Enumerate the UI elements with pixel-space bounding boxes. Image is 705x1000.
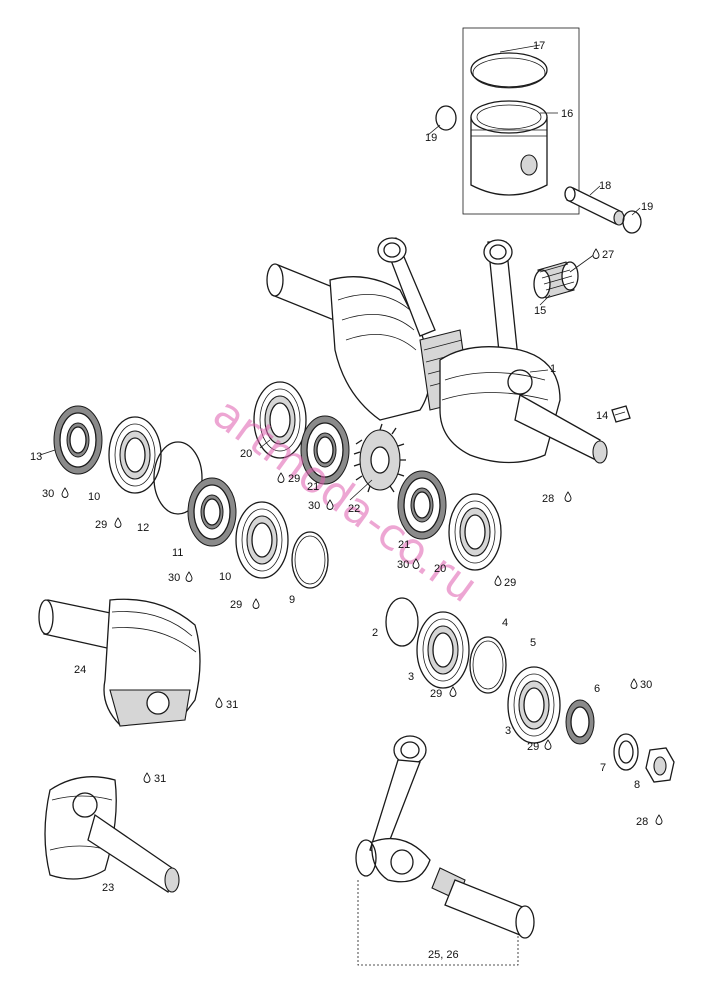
callout-31: 31	[226, 699, 238, 711]
bearing-29	[108, 416, 162, 494]
callout-10: 10	[219, 571, 231, 583]
callout-30: 30	[640, 679, 652, 691]
callout-28: 28	[542, 493, 554, 505]
piston	[470, 117, 548, 196]
callout-30: 30	[308, 500, 320, 512]
callout-14: 14	[596, 410, 608, 422]
callout-labels: 1 2 3 3 4 5 6 7 8 9 10 10 11 12 13 14 15…	[30, 40, 653, 961]
callout-24: 24	[74, 664, 86, 676]
callout-29: 29	[504, 577, 516, 589]
callout-25-26: 25, 26	[428, 949, 459, 961]
piston-pin	[564, 186, 625, 226]
callout-1: 1	[550, 363, 556, 375]
callout-29: 29	[230, 599, 242, 611]
bearing-29	[235, 501, 289, 579]
callout-11: 11	[172, 547, 183, 559]
callout-15: 15	[534, 305, 546, 317]
crank-half-23	[44, 776, 180, 894]
callout-12: 12	[137, 522, 149, 534]
crank-half-24	[38, 598, 201, 727]
needle-bearing	[533, 261, 579, 299]
callout-29: 29	[430, 688, 442, 700]
callout-23: 23	[102, 882, 114, 894]
callout-17: 17	[533, 40, 545, 52]
leader-lines	[39, 44, 641, 501]
circlip	[435, 105, 457, 131]
callout-21: 21	[307, 481, 319, 493]
callout-9: 9	[289, 594, 295, 606]
callout-31: 31	[154, 773, 166, 785]
callout-10: 10	[88, 491, 100, 503]
callout-29: 29	[288, 473, 300, 485]
seal-11	[187, 477, 237, 547]
seal-13	[53, 405, 103, 475]
bearing-29	[507, 666, 561, 744]
crankshaft-assembly	[266, 237, 631, 464]
callout-13: 13	[30, 451, 42, 463]
callout-19: 19	[641, 201, 653, 213]
piston-group	[435, 27, 642, 234]
seal-6	[565, 699, 595, 745]
connecting-rod-25-26	[355, 735, 535, 966]
woodruff-key	[611, 405, 631, 423]
ring-9	[291, 531, 329, 589]
callout-30: 30	[168, 572, 180, 584]
piston-frame	[462, 27, 580, 215]
callout-5: 5	[530, 637, 536, 649]
callout-18: 18	[599, 180, 611, 192]
piston-ring	[470, 52, 548, 88]
callout-7: 7	[600, 762, 606, 774]
callout-29: 29	[527, 741, 539, 753]
washer-7	[613, 733, 639, 771]
callout-3: 3	[505, 725, 511, 737]
callout-20: 20	[240, 448, 252, 460]
ring-12	[153, 441, 203, 515]
callout-3: 3	[408, 671, 414, 683]
ring-2	[385, 597, 419, 647]
circlip	[622, 210, 642, 234]
nut-8	[645, 747, 675, 783]
callout-16: 16	[561, 108, 573, 120]
callout-2: 2	[372, 627, 378, 639]
callout-27: 27	[602, 249, 614, 261]
callout-20: 20	[434, 563, 446, 575]
callout-4: 4	[502, 617, 508, 629]
callout-30: 30	[397, 559, 409, 571]
callout-29: 29	[95, 519, 107, 531]
callout-30: 30	[42, 488, 54, 500]
callout-8: 8	[634, 779, 640, 791]
ring-4	[469, 636, 507, 694]
callout-6: 6	[594, 683, 600, 695]
callout-21: 21	[398, 539, 410, 551]
callout-28: 28	[636, 816, 648, 828]
callout-19: 19	[425, 132, 437, 144]
bearing-29	[416, 611, 470, 689]
gear-22	[353, 423, 406, 493]
callout-22: 22	[348, 503, 360, 515]
